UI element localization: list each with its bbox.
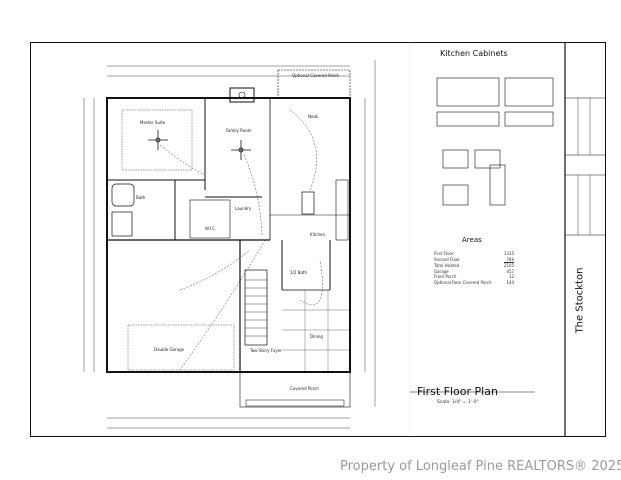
room-label-bath: Bath [136,195,146,200]
room-label-dining: Dining [310,334,323,339]
area-label: Second Floor [434,256,460,262]
areas-row: Front Porch 12 [434,274,514,280]
areas-row: Optional Rear Covered Porch 144 [434,280,514,286]
optional-porch-outline [277,69,351,99]
watermark: Property of Longleaf Pine REALTORS® 2025 [340,459,621,474]
area-label: Total Heated [434,263,460,269]
area-value: 144 [506,279,514,285]
area-label: Optional Rear Covered Porch [434,279,492,285]
room-label-master-suite: Master Suite [140,120,166,125]
room-label-nook: Nook [308,114,319,119]
house-name: The Stockton [574,267,586,334]
room-label-double-garage: Double Garage [154,347,185,352]
kitchen-cabinets-title: Kitchen Cabinets [440,49,508,58]
areas-row: First Floor 1335 [434,251,514,257]
room-label-covered-porch: Covered Porch [290,386,319,391]
room-label-kitchen: Kitchen [310,232,326,237]
plan-title: First Floor Plan [417,385,498,398]
areas-row: Total Heated 2105 [434,263,514,269]
areas-row: Second Floor 766 [434,257,514,263]
room-label-optional-porch: Optional Covered Porch [292,73,340,78]
areas-row: Garage 457 [434,269,514,275]
drawing-sheet-border [30,42,606,437]
plan-scale: Scale: 1/4" = 1'-0" [437,400,479,405]
area-value: 1335 [503,251,514,256]
area-label: Front Porch [434,274,457,280]
area-value: 2105 [503,263,514,269]
exterior-walls [106,97,351,373]
area-label: First Floor [434,251,454,256]
room-label-family-room: Family Room [226,128,252,133]
room-label-half-bath: 1/2 Bath [290,270,308,275]
areas-table: First Floor 1335 Second Floor 766 Total He… [434,251,514,286]
area-label: Garage [434,268,449,274]
areas-divider [504,262,514,264]
room-label-foyer: Two-Story Foyer [250,348,282,353]
area-value: 766 [506,256,514,262]
area-value: 457 [506,268,514,274]
area-value: 12 [508,274,514,280]
room-label-wic: W.I.C. [205,226,217,231]
room-label-laundry: Laundry [235,206,252,211]
areas-title: Areas [462,236,482,244]
